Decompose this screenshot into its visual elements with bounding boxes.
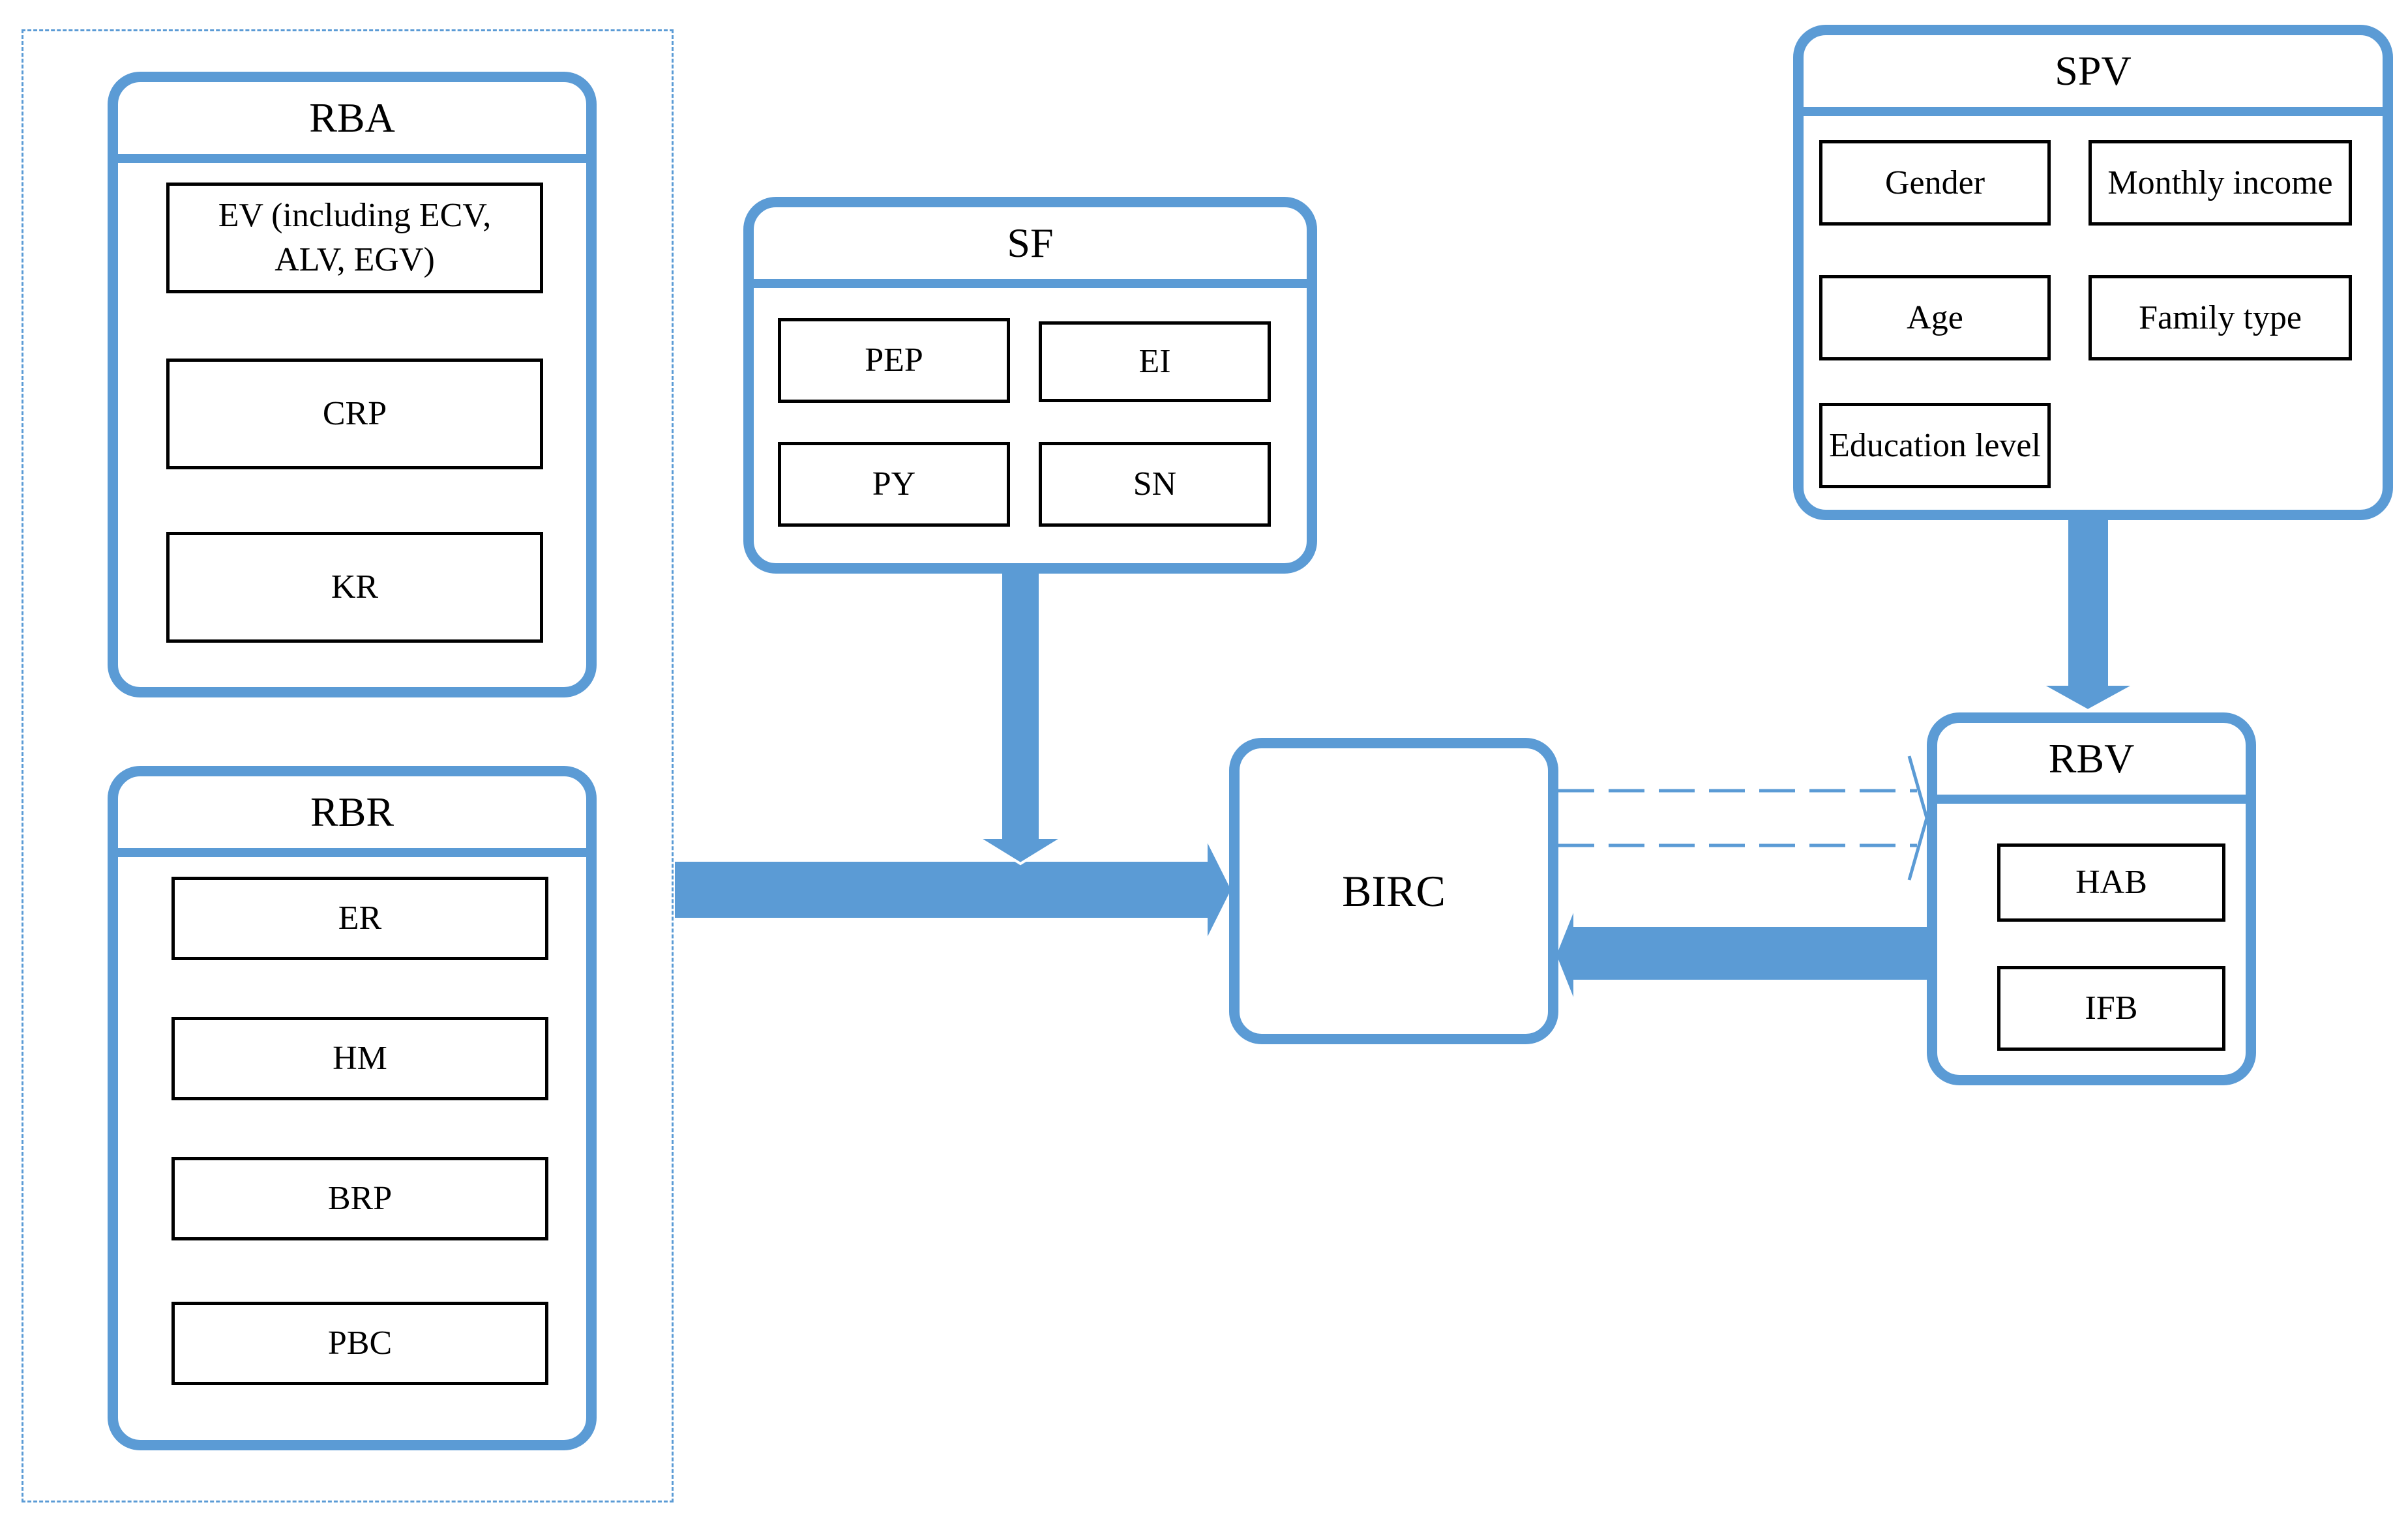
panel-rbr-title: RBR (310, 789, 394, 835)
panel-sf-header: SF (754, 207, 1307, 288)
rbr-item: PBC (171, 1302, 548, 1385)
panel-sf: SF PEP EI PY SN (743, 197, 1317, 574)
rba-item: KR (166, 532, 543, 643)
dashed-arrow-birc-to-rbv (1558, 755, 1929, 881)
spv-item: Age (1819, 275, 2051, 360)
sf-item: EI (1039, 321, 1271, 402)
sf-item: SN (1039, 442, 1271, 527)
panel-spv-title: SPV (2055, 48, 2132, 94)
birc-label: BIRC (1342, 866, 1446, 916)
rbr-item: BRP (171, 1157, 548, 1240)
panel-rbv-header: RBV (1937, 723, 2246, 804)
panel-rba-header: RBA (118, 82, 586, 163)
arrow-sf-to-birc (973, 566, 1068, 866)
arrow-rbv-to-birc (1553, 905, 1931, 1004)
rba-item: EV (including ECV, ALV, EGV) (166, 183, 543, 293)
rbr-item: HM (171, 1017, 548, 1100)
rbv-item: HAB (1997, 843, 2225, 922)
birc-node: BIRC (1229, 738, 1558, 1044)
rba-item: CRP (166, 359, 543, 469)
spv-item: Monthly income (2088, 140, 2352, 226)
sf-item: PEP (778, 318, 1010, 403)
panel-rba-title: RBA (309, 95, 395, 141)
panel-rbr-header: RBR (118, 776, 586, 857)
panel-rbv-title: RBV (2048, 735, 2135, 782)
spv-item: Gender (1819, 140, 2051, 226)
panel-spv-header: SPV (1804, 35, 2383, 116)
panel-rbv: RBV HAB IFB (1927, 712, 2256, 1085)
panel-spv: SPV Gender Monthly income Age Family typ… (1793, 25, 2393, 520)
panel-rba: RBA EV (including ECV, ALV, EGV) CRP KR (108, 72, 597, 697)
panel-sf-title: SF (1007, 220, 1054, 266)
rbr-item: ER (171, 877, 548, 960)
rb-group-dashed-frame (22, 29, 674, 1502)
spv-item: Family type (2088, 275, 2352, 360)
arrow-spv-to-rbv (2036, 514, 2136, 712)
rbv-item: IFB (1997, 966, 2225, 1051)
spv-item: Education level (1819, 403, 2051, 488)
panel-rbr: RBR ER HM BRP PBC (108, 766, 597, 1450)
sf-item: PY (778, 442, 1010, 527)
arrow-rb-to-birc (672, 837, 1234, 943)
